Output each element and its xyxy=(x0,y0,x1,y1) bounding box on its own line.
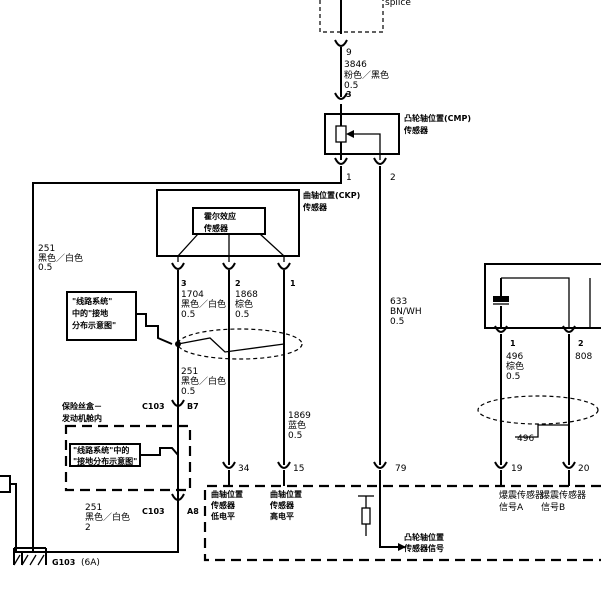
w633-gauge: 0.5 xyxy=(390,317,404,327)
pin15-l3: 高电平 xyxy=(270,511,294,521)
ckp-label-2: 传感器 xyxy=(302,202,328,212)
ks-a-2: 信号A xyxy=(499,501,524,513)
ecm-pin-15: 15 xyxy=(293,464,304,474)
w1868-gauge: 0.5 xyxy=(235,310,249,320)
ks-b-2: 信号B xyxy=(541,501,565,513)
ecm-pin-34: 34 xyxy=(238,464,250,474)
w251-mid-color: 黑色／白色 xyxy=(181,375,226,387)
w251-top-gauge: 0.5 xyxy=(38,263,52,273)
pin15-l2: 传感器 xyxy=(269,500,295,510)
ckp-pin-1: 1 xyxy=(290,279,296,288)
w1704-color: 黑色／白色 xyxy=(181,298,226,310)
ckp-sensor: 霍尔效应 传感器 曲轴位置(CKP) 传感器 3 2 1 xyxy=(156,189,360,288)
w808-circuit: 808 xyxy=(575,352,592,362)
w1869-gauge: 0.5 xyxy=(288,431,302,441)
cmp-sensor: 凸轮轴位置(CMP) 传感器 1 2 xyxy=(324,104,471,183)
cmp-signal-2: 传感器信号 xyxy=(403,543,444,553)
w251-bot-gauge: 2 xyxy=(85,523,91,533)
cmp-label-2: 传感器 xyxy=(403,125,429,135)
fuse-box-1: 保险丝盒－ xyxy=(61,401,102,411)
w1868-circuit: 1868 xyxy=(235,290,258,300)
w496-gauge: 0.5 xyxy=(506,372,520,382)
ground-dist-3: 分布示意图" xyxy=(72,320,116,330)
knock-sensor: 1 2 496 棕色 0.5 808 496 xyxy=(477,263,601,465)
ecm-box: 34 曲轴位置 传感器 低电平 15 曲轴位置 传感器 高电平 79 凸轮轴位置… xyxy=(203,461,601,562)
w496b-circuit: 496 xyxy=(517,434,534,444)
c103-a8: C103 xyxy=(142,507,165,516)
pin-3-label: 3 xyxy=(346,90,352,99)
color-3846: 粉色／黑色 xyxy=(344,69,389,81)
cmp-label-1: 凸轮轴位置(CMP) xyxy=(404,113,471,123)
w1704-gauge: 0.5 xyxy=(181,310,195,320)
w251-bot-circuit: 251 xyxy=(85,503,102,513)
top-splice: splice xyxy=(319,0,411,34)
cmp-pin-2: 2 xyxy=(390,173,396,183)
wire-3846: 9 3846 粉色／黑色 0.5 3 xyxy=(334,39,389,100)
shield-ellipse xyxy=(175,328,303,360)
ks-b-1: 爆震传感器 xyxy=(541,489,586,501)
ckp-pin-3: 3 xyxy=(181,279,187,288)
fuse-box-2: 发动机舱内 xyxy=(61,413,102,423)
w1869-circuit: 1869 xyxy=(288,411,311,421)
ckp-label-1: 曲轴位置(CKP) xyxy=(303,190,360,200)
fuse-box: 保险丝盒－ 发动机舱内 C103 B7 "线路系统"中的 "接地分布示意图" C… xyxy=(61,399,199,516)
w251-top-circuit: 251 xyxy=(38,244,55,254)
ground-dist-2: 中的"接地 xyxy=(72,308,108,318)
pin15-l1: 曲轴位置 xyxy=(270,489,302,499)
pin34-l2: 传感器 xyxy=(210,500,236,510)
w1869-color: 蓝色 xyxy=(288,419,306,431)
w251-mid-gauge: 0.5 xyxy=(181,387,195,397)
ground-dist-1: "线路系统" xyxy=(72,296,112,306)
a8-label: A8 xyxy=(187,507,199,516)
ecm-pin-19: 19 xyxy=(511,464,523,474)
cmp-pin-1: 1 xyxy=(346,173,352,183)
w251-mid-circuit: 251 xyxy=(181,367,198,377)
w1868-color: 棕色 xyxy=(235,298,253,310)
fuse-inner-1: "线路系统"中的 xyxy=(73,445,129,455)
fuse-inner-2: "接地分布示意图" xyxy=(73,456,137,466)
knock-pin-1: 1 xyxy=(510,339,516,348)
w633-color: BN/WH xyxy=(390,307,422,317)
w496-circuit: 496 xyxy=(506,352,523,362)
g103-note: (6A) xyxy=(81,558,100,568)
ground-g103: G103 (6A) xyxy=(0,475,179,568)
c103-b7: C103 xyxy=(142,402,165,411)
cmp-signal-1: 凸轮轴位置 xyxy=(404,532,444,542)
wire-251-top xyxy=(32,166,342,552)
w496-color: 棕色 xyxy=(506,360,524,372)
w251-bot-color: 黑色／白色 xyxy=(85,511,130,523)
g103-label: G103 xyxy=(52,558,75,567)
w251-top-color: 黑色／白色 xyxy=(38,252,83,264)
wire-labels: 251 黑色／白色 0.5 1704 黑色／白色 0.5 1868 棕色 0.5… xyxy=(38,244,422,533)
w1704-circuit: 1704 xyxy=(181,290,204,300)
ecm-pin-20: 20 xyxy=(578,464,590,474)
ckp-pin-2: 2 xyxy=(235,279,241,288)
w633-circuit: 633 xyxy=(390,297,407,307)
ecm-pin-79: 79 xyxy=(395,464,407,474)
splice-label: splice xyxy=(385,0,411,8)
hall-label-2: 传感器 xyxy=(203,223,229,233)
pin-9-label: 9 xyxy=(346,48,352,58)
knock-pin-2: 2 xyxy=(578,339,584,348)
b7-label: B7 xyxy=(187,402,199,411)
pin34-l1: 曲轴位置 xyxy=(211,489,243,499)
pin34-l3: 低电平 xyxy=(210,511,235,521)
circuit-3846: 3846 xyxy=(344,60,367,70)
ks-a-1: 爆震传感器 xyxy=(499,489,544,501)
gauge-3846: 0.5 xyxy=(344,81,358,91)
ground-dist-note: "线路系统" 中的"接地 分布示意图" xyxy=(66,291,173,345)
hall-label-1: 霍尔效应 xyxy=(204,211,236,221)
